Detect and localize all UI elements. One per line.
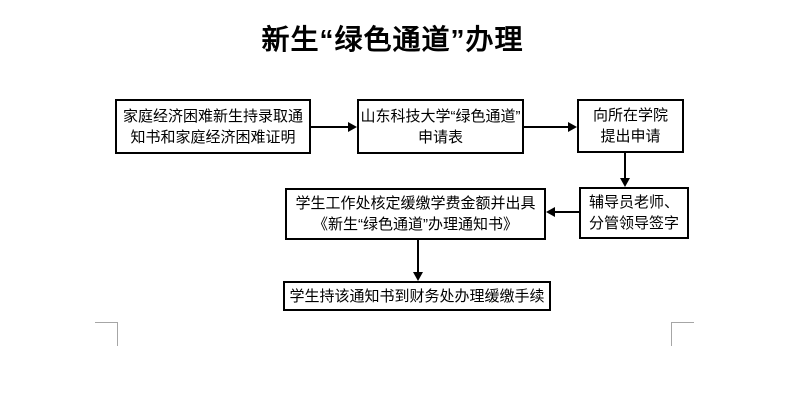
page-title: 新生“绿色通道”办理 [261, 24, 524, 55]
arrow-down-icon[interactable] [412, 240, 423, 281]
arrow-shaft [554, 211, 579, 213]
flow-node-signatures[interactable]: 辅导员老师、 分管领导签字 [579, 187, 689, 239]
arrowhead-down-icon [413, 272, 423, 281]
flow-node-text: 申请表 [417, 128, 463, 146]
flow-node-text: 学生持该通知书到财务处办理缓缴手续 [289, 287, 545, 305]
flow-node-text: 向所在学院 [592, 107, 668, 124]
flow-node-text: 家庭经济困难新生持录取通 [122, 107, 303, 125]
arrowhead-left-icon [546, 207, 555, 217]
flow-node-text: 辅导员老师、 [588, 194, 679, 211]
arrow-left-icon[interactable] [546, 206, 579, 217]
flow-node-materials[interactable]: 家庭经济困难新生持录取通 知书和家庭经济困难证明 [115, 99, 311, 154]
arrow-shaft [624, 153, 626, 179]
flow-node-apply-college[interactable]: 向所在学院 提出申请 [577, 99, 684, 153]
arrow-down-icon[interactable] [619, 153, 630, 187]
arrowhead-right-icon [348, 122, 357, 132]
arrow-shaft [524, 126, 569, 128]
arrow-right-icon[interactable] [311, 121, 357, 132]
flow-node-text: 知书和家庭经济困难证明 [130, 128, 296, 146]
arrowhead-right-icon [568, 122, 577, 132]
flow-node-application-form[interactable]: 山东科技大学“绿色通道” 申请表 [357, 99, 524, 154]
text-boundary-mark-left [95, 322, 118, 346]
arrow-right-icon[interactable] [524, 121, 577, 132]
arrow-shaft [417, 240, 419, 273]
flow-node-text: 分管领导签字 [588, 215, 679, 232]
arrow-shaft [311, 126, 349, 128]
arrowhead-down-icon [620, 178, 630, 187]
flow-node-text: 山东科技大学“绿色通道” [360, 107, 521, 125]
flow-node-text: 《新生“绿色通道”办理通知书》 [313, 216, 518, 233]
flow-node-finance-office[interactable]: 学生持该通知书到财务处办理缓缴手续 [283, 281, 551, 311]
text-boundary-mark-right [671, 322, 694, 346]
flow-node-text: 学生工作处核定缓缴学费金额并出具 [295, 195, 536, 212]
flow-node-text: 提出申请 [600, 128, 661, 145]
flow-node-student-affairs[interactable]: 学生工作处核定缓缴学费金额并出具 《新生“绿色通道”办理通知书》 [285, 188, 546, 240]
